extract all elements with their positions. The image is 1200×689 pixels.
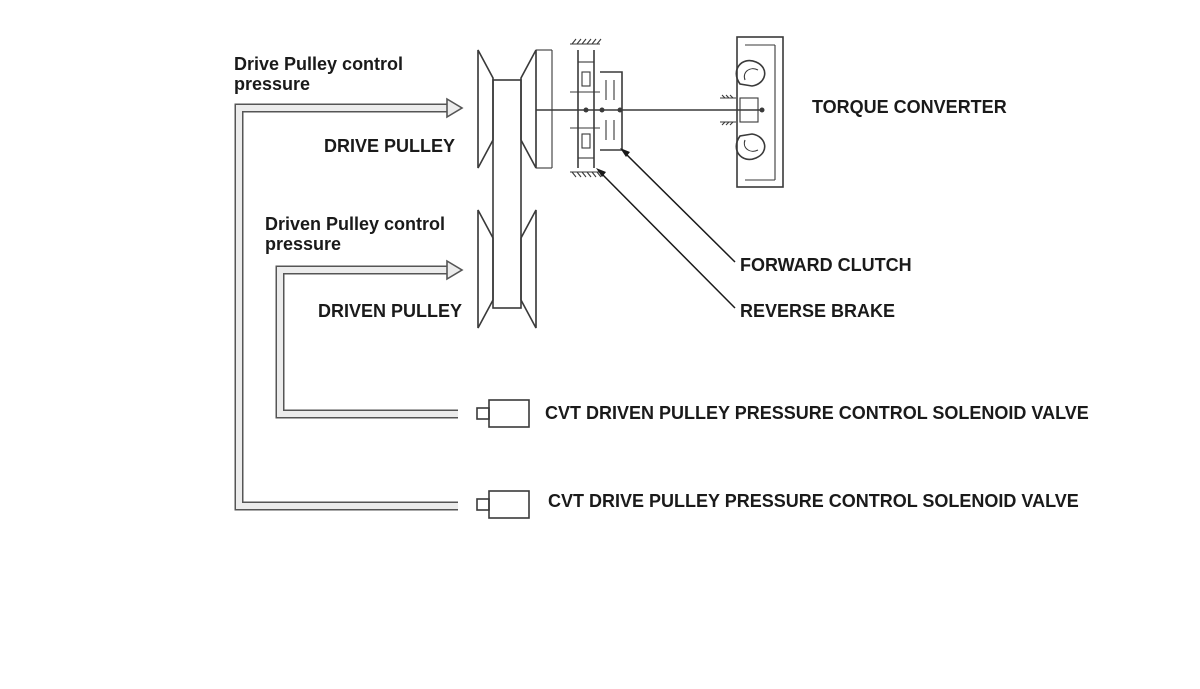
torque-converter-label: TORQUE CONVERTER	[812, 97, 1007, 117]
driven-pulley-control-pressure-label-2: pressure	[265, 234, 341, 254]
drive-pulley-control-pressure-label-1: Drive Pulley control	[234, 54, 403, 74]
drive-pulley-symbol	[477, 49, 762, 169]
planetary-gear-set	[570, 38, 623, 178]
driven-solenoid-valve-label: CVT DRIVEN PULLEY PRESSURE CONTROL SOLEN…	[545, 403, 1089, 423]
driven-pulley-label: DRIVEN PULLEY	[318, 301, 462, 321]
driven-solenoid-valve-symbol	[476, 399, 530, 428]
drive-solenoid-valve-label: CVT DRIVE PULLEY PRESSURE CONTROL SOLENO…	[548, 491, 1079, 511]
drive-solenoid-valve-symbol	[476, 490, 530, 519]
driven-pulley-control-pressure-label-1: Driven Pulley control	[265, 214, 445, 234]
driven-pulley-symbol	[477, 209, 537, 329]
drive-pulley-control-pressure-label-2: pressure	[234, 74, 310, 94]
forward-clutch-leader	[620, 148, 736, 263]
torque-converter-symbol	[720, 36, 784, 188]
drive-pulley-pressure-line	[234, 97, 464, 511]
forward-clutch-label: FORWARD CLUTCH	[740, 255, 912, 275]
drive-pulley-label: DRIVE PULLEY	[324, 136, 455, 156]
reverse-brake-leader	[596, 168, 736, 309]
reverse-brake-label: REVERSE BRAKE	[740, 301, 895, 321]
belt	[492, 79, 522, 309]
driven-pressure-arrowhead	[446, 259, 464, 281]
driven-pulley-pressure-line	[275, 259, 464, 419]
drive-pressure-arrowhead	[446, 97, 464, 119]
